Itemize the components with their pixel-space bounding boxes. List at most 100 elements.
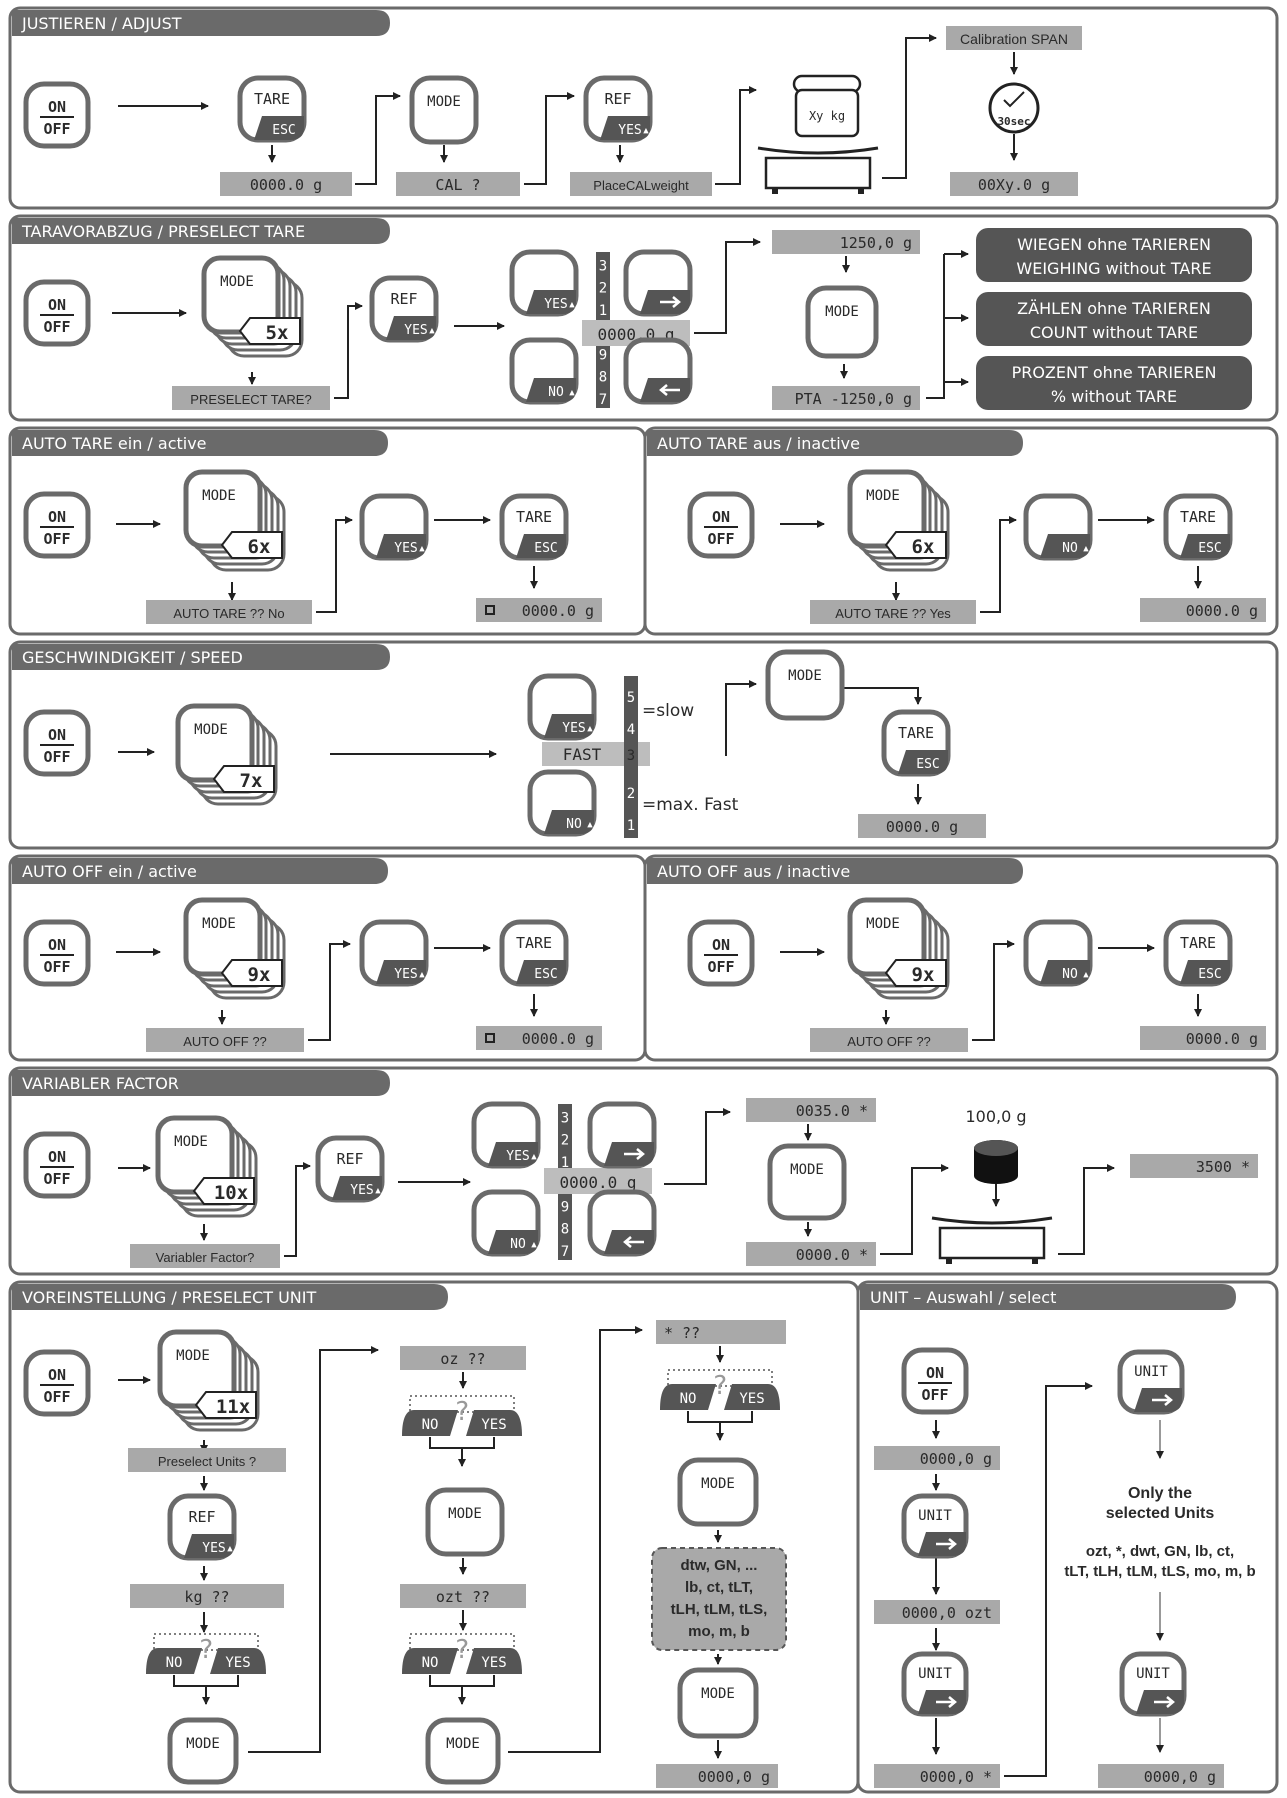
pill-label: YES bbox=[225, 1655, 250, 1671]
flow-connector bbox=[248, 1346, 379, 1753]
display-readout: 0000.0 g bbox=[1140, 598, 1266, 622]
key-body bbox=[805, 285, 879, 359]
key-label-mode: MODE bbox=[427, 94, 461, 110]
timer-icon: 30sec bbox=[988, 82, 1040, 134]
yes-button[interactable]: YES bbox=[466, 1648, 522, 1674]
yes-key[interactable]: YES▲ bbox=[527, 673, 597, 741]
press-count-badge bbox=[884, 959, 947, 987]
no-key[interactable]: NO▲ bbox=[471, 1189, 541, 1257]
mode-key[interactable]: MODE bbox=[167, 1717, 239, 1785]
unit-list-line: ozt, *, dwt, GN, lb, ct, bbox=[1086, 1543, 1234, 1560]
test-weight-icon bbox=[974, 1140, 1018, 1184]
key-body bbox=[23, 919, 91, 987]
mode-key[interactable]: MODE bbox=[767, 1143, 847, 1221]
no-key[interactable]: NO▲ bbox=[1023, 919, 1093, 987]
key-label-top: TARE bbox=[516, 508, 552, 526]
yes-key[interactable]: YES▲ bbox=[359, 493, 429, 561]
display-text: 0000.0 * bbox=[796, 1246, 868, 1264]
digit: 8 bbox=[599, 370, 607, 386]
display-box bbox=[128, 1448, 286, 1472]
decrement-key[interactable] bbox=[587, 1189, 657, 1257]
mode-key[interactable]: MODE bbox=[425, 1717, 501, 1785]
yes-key[interactable]: YES▲ bbox=[359, 919, 429, 987]
display-box bbox=[656, 1320, 786, 1344]
section-title: AUTO TARE ein / active bbox=[22, 434, 207, 453]
increment-key[interactable] bbox=[587, 1101, 657, 1169]
section-preselect-tare: TARAVORABZUG / PRESELECT TARE bbox=[8, 214, 1279, 422]
key-lower-tab bbox=[1180, 960, 1230, 984]
mode-key[interactable]: MODE bbox=[677, 1457, 759, 1527]
option-label-en: COUNT without TARE bbox=[1030, 323, 1198, 342]
yes-button[interactable]: YES bbox=[724, 1384, 780, 1410]
display-readout: 0000.0 g bbox=[220, 172, 352, 196]
no-button[interactable]: NO bbox=[402, 1648, 458, 1674]
flow-connector bbox=[355, 92, 401, 185]
no-button[interactable]: NO bbox=[660, 1384, 716, 1410]
mode-key[interactable]: MODE bbox=[409, 75, 479, 145]
no-key[interactable]: NO▲ bbox=[527, 769, 597, 837]
decrement-key[interactable] bbox=[623, 337, 693, 405]
key-label-mode: MODE bbox=[825, 304, 859, 320]
yes-button[interactable]: YES bbox=[466, 1410, 522, 1436]
unit-list-line: tLT, tLH, tLM, tLS, mo, m, b bbox=[1064, 1563, 1255, 1580]
speed-value: FAST bbox=[563, 745, 602, 764]
mode-key[interactable]: MODE bbox=[677, 1667, 759, 1739]
key-label-bottom: NO bbox=[548, 385, 564, 400]
mode-key[interactable]: MODE bbox=[425, 1487, 505, 1557]
unit-key[interactable]: UNIT bbox=[1117, 1349, 1185, 1415]
flow-connector bbox=[316, 516, 353, 613]
increment-key[interactable] bbox=[623, 249, 693, 317]
key-label-off: OFF bbox=[43, 530, 70, 548]
unit-key[interactable]: UNIT bbox=[901, 1493, 969, 1559]
no-button[interactable]: NO bbox=[146, 1648, 202, 1674]
section-title-tab bbox=[12, 644, 390, 670]
mode-key[interactable]: MODE bbox=[805, 285, 879, 359]
digit: 3 bbox=[599, 258, 607, 274]
key-lower-tab bbox=[600, 116, 650, 140]
key-body bbox=[765, 649, 845, 721]
no-key[interactable]: NO▲ bbox=[1023, 493, 1093, 561]
mode-key[interactable]: MODE bbox=[765, 649, 845, 721]
yes-key[interactable]: YES▲ bbox=[471, 1101, 541, 1169]
display-text: AUTO TARE ?? Yes bbox=[835, 606, 951, 621]
no-button[interactable]: NO bbox=[402, 1410, 458, 1436]
yes-key[interactable]: YES▲ bbox=[509, 249, 579, 317]
display-box bbox=[130, 1244, 280, 1268]
display-text: Variabler Factor? bbox=[156, 1250, 255, 1265]
unit-key[interactable]: UNIT bbox=[1119, 1651, 1187, 1717]
pill-label: NO bbox=[680, 1391, 697, 1407]
no-key[interactable]: NO▲ bbox=[509, 337, 579, 405]
key-label-mode: MODE bbox=[866, 488, 900, 504]
unit-key[interactable]: UNIT bbox=[901, 1651, 969, 1717]
display-readout: 0000,0 * bbox=[874, 1764, 1000, 1788]
yes-button[interactable]: YES bbox=[210, 1648, 266, 1674]
